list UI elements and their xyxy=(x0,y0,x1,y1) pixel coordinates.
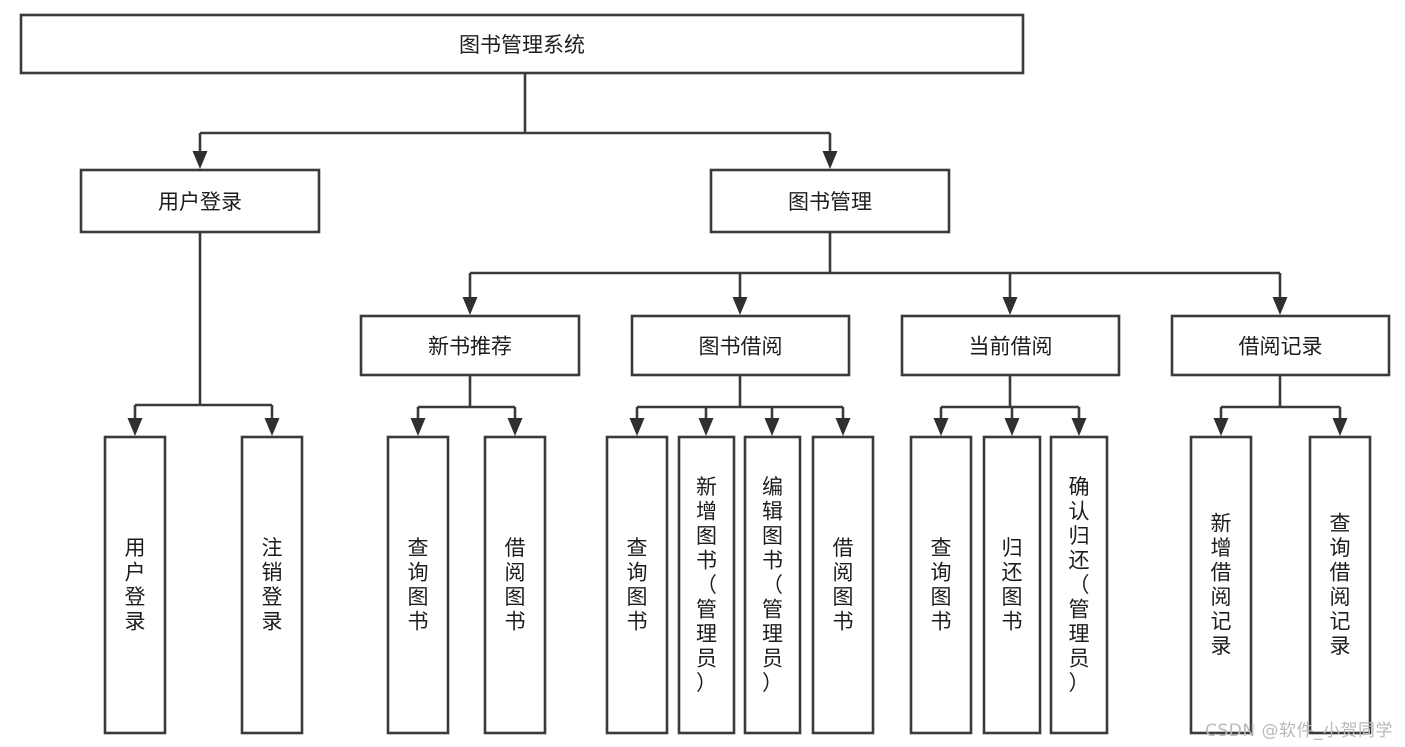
node-lf_10[interactable]: 确认归还（管理员） xyxy=(1049,435,1109,735)
node-root[interactable]: 图书管理系统 xyxy=(19,13,1025,75)
node-box[interactable] xyxy=(386,435,450,735)
node-box[interactable] xyxy=(79,168,321,234)
node-lf_8[interactable]: 查询图书 xyxy=(909,435,973,735)
node-label: 当前借阅 xyxy=(969,335,1053,359)
node-label: 图书管理系统 xyxy=(459,33,585,57)
node-lf_9[interactable]: 归还图书 xyxy=(982,435,1042,735)
connector-group xyxy=(192,73,838,169)
node-lf_12[interactable]: 查询借阅记录 xyxy=(1308,435,1372,735)
node-l1_0[interactable]: 用户登录 xyxy=(79,168,321,234)
node-label: 借阅图书 xyxy=(833,536,854,634)
node-label: 新书推荐 xyxy=(428,335,512,359)
connector-group xyxy=(410,375,523,436)
node-l2_0[interactable]: 新书推荐 xyxy=(359,314,581,377)
node-box[interactable] xyxy=(359,314,581,377)
node-label: 归还图书 xyxy=(1002,536,1023,634)
node-lf_1[interactable]: 注销登录 xyxy=(240,435,304,735)
node-l1_1[interactable]: 图书管理 xyxy=(709,168,951,234)
node-label: 新增图书（管理员） xyxy=(696,475,717,695)
node-lf_7[interactable]: 借阅图书 xyxy=(811,435,875,735)
node-box[interactable] xyxy=(1170,314,1391,377)
node-box[interactable] xyxy=(605,435,669,735)
node-l2_2[interactable]: 当前借阅 xyxy=(900,314,1121,377)
node-label: 注销登录 xyxy=(262,536,283,634)
node-lf_11[interactable]: 新增借阅记录 xyxy=(1189,435,1253,735)
node-box[interactable] xyxy=(483,435,547,735)
node-box[interactable] xyxy=(982,435,1042,735)
node-label: 查询借阅记录 xyxy=(1330,512,1351,659)
node-lf_5[interactable]: 新增图书（管理员） xyxy=(677,435,736,735)
connector-group xyxy=(1213,375,1348,436)
node-box[interactable] xyxy=(709,168,951,234)
node-box[interactable] xyxy=(909,435,973,735)
connector-group xyxy=(127,232,280,436)
node-box[interactable] xyxy=(630,314,851,377)
node-box[interactable] xyxy=(103,435,167,735)
node-label: 用户登录 xyxy=(158,190,242,214)
node-label: 新增借阅记录 xyxy=(1211,512,1232,659)
node-box[interactable] xyxy=(811,435,875,735)
node-label: 用户登录 xyxy=(125,536,146,634)
connector-group xyxy=(629,375,851,436)
node-box[interactable] xyxy=(1308,435,1372,735)
node-label: 借阅记录 xyxy=(1239,335,1323,359)
csdn-watermark: CSDN @软件_小贺同学 xyxy=(1205,721,1393,741)
node-label: 查询图书 xyxy=(408,536,429,634)
node-label: 确认归还（管理员） xyxy=(1069,475,1090,695)
node-label: 图书借阅 xyxy=(699,335,783,359)
connector-layer xyxy=(127,73,1348,436)
node-box[interactable] xyxy=(1189,435,1253,735)
node-lf_3[interactable]: 借阅图书 xyxy=(483,435,547,735)
node-l2_3[interactable]: 借阅记录 xyxy=(1170,314,1391,377)
node-label: 查询图书 xyxy=(627,536,648,634)
node-box[interactable] xyxy=(743,435,802,735)
node-label: 编辑图书（管理员） xyxy=(762,475,783,695)
node-label: 查询图书 xyxy=(931,536,952,634)
node-label: 借阅图书 xyxy=(505,536,526,634)
node-lf_4[interactable]: 查询图书 xyxy=(605,435,669,735)
node-box[interactable] xyxy=(19,13,1025,75)
node-lf_2[interactable]: 查询图书 xyxy=(386,435,450,735)
connector-group xyxy=(933,375,1087,436)
node-lf_6[interactable]: 编辑图书（管理员） xyxy=(743,435,802,735)
node-box[interactable] xyxy=(677,435,736,735)
node-l2_1[interactable]: 图书借阅 xyxy=(630,314,851,377)
node-box[interactable] xyxy=(900,314,1121,377)
connector-group xyxy=(462,232,1288,315)
node-lf_0[interactable]: 用户登录 xyxy=(103,435,167,735)
node-label: 图书管理 xyxy=(788,190,872,214)
node-box[interactable] xyxy=(240,435,304,735)
node-box[interactable] xyxy=(1049,435,1109,735)
node-layer: 图书管理系统用户登录图书管理新书推荐图书借阅当前借阅借阅记录用户登录注销登录查询… xyxy=(19,13,1391,735)
